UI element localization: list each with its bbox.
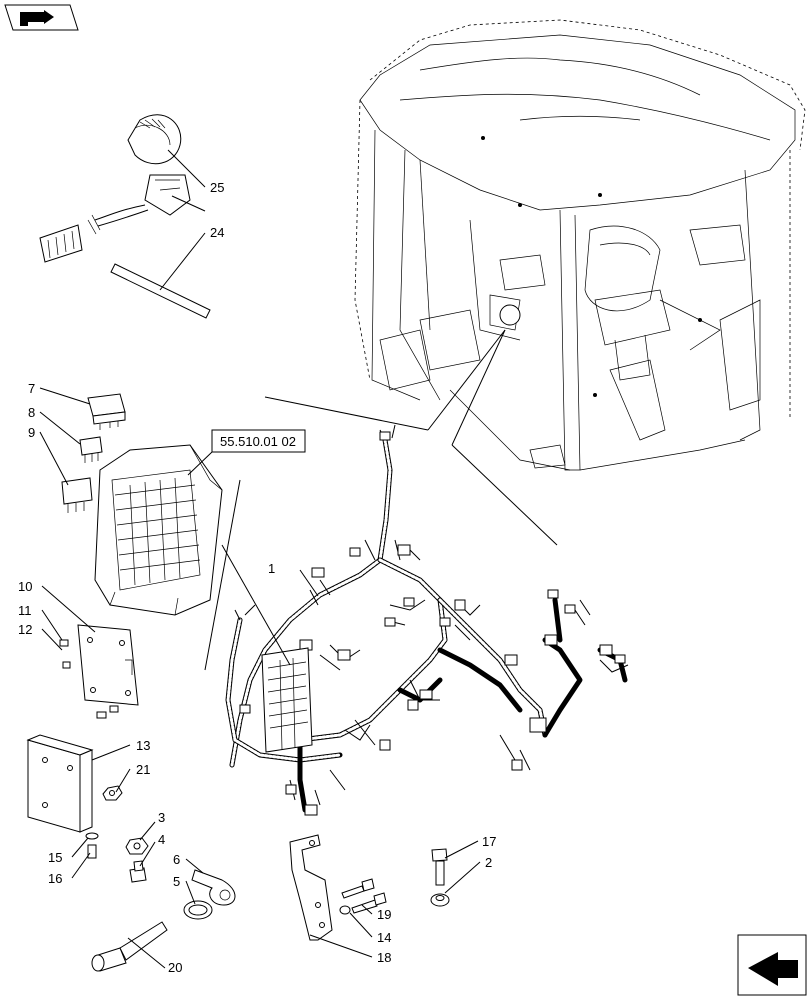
callouts: 25 24 7 8 9 10 11 12 1 13 21 3 4 6 5 15 …: [18, 180, 496, 975]
callout-2: 2: [485, 855, 492, 870]
fuse-box: [94, 444, 223, 616]
angle-bracket: [289, 834, 333, 941]
callout-13: 13: [136, 738, 150, 753]
leader-line: [427, 329, 506, 431]
main-wiring-harness: [225, 424, 629, 816]
callout-11: 11: [18, 603, 32, 618]
callout-1: 1: [268, 561, 275, 576]
bolt: [87, 844, 97, 859]
callout-14: 14: [377, 930, 391, 945]
relay-medium: [61, 477, 93, 513]
next-page-arrow-icon[interactable]: [737, 934, 807, 996]
callout-15: 15: [48, 850, 62, 865]
protective-sleeve: [110, 263, 211, 319]
long-bolt: [431, 848, 448, 886]
reference-label-text: 55.510.01 02: [220, 434, 296, 449]
leader-line: [451, 329, 506, 446]
callout-20: 20: [168, 960, 182, 975]
reference-label[interactable]: 55.510.01 02: [211, 429, 306, 453]
callout-9: 9: [28, 425, 35, 440]
flat-washer: [430, 893, 450, 907]
callout-3: 3: [158, 810, 165, 825]
relay-small: [79, 436, 103, 463]
callout-21: 21: [136, 762, 150, 777]
book-arrow-icon[interactable]: [4, 4, 79, 31]
callout-12: 12: [18, 622, 32, 637]
connector-tube: [91, 921, 168, 972]
cable-tie: [127, 114, 182, 165]
leader-line: [451, 444, 558, 546]
callout-17: 17: [482, 834, 496, 849]
callout-4: 4: [158, 832, 165, 847]
hex-nut: [125, 837, 149, 855]
leader-line: [204, 479, 241, 671]
callout-5: 5: [173, 874, 180, 889]
leader-line: [221, 544, 291, 666]
tractor-cab: [354, 19, 806, 471]
callout-7: 7: [28, 381, 35, 396]
callout-10: 10: [18, 579, 32, 594]
callout-24: 25: [210, 180, 224, 195]
screw-washer: [339, 878, 387, 915]
callout-6: 6: [173, 852, 180, 867]
washer: [85, 832, 99, 840]
mounting-plate: [59, 624, 139, 719]
callout-23: 24: [210, 225, 224, 240]
callout-18: 18: [377, 950, 391, 965]
bracket-plate: [26, 734, 94, 833]
callout-16: 16: [48, 871, 62, 886]
hex-bolt: [129, 860, 147, 883]
connector-lead: [39, 174, 191, 263]
relay-large: [87, 393, 126, 430]
p-clip: [191, 869, 236, 906]
nut: [102, 785, 123, 801]
hose-clamp: [183, 900, 213, 920]
leader-line: [264, 396, 429, 431]
callout-8: 8: [28, 405, 35, 420]
callout-19: 19: [377, 907, 391, 922]
callout-leaders: [39, 149, 481, 969]
